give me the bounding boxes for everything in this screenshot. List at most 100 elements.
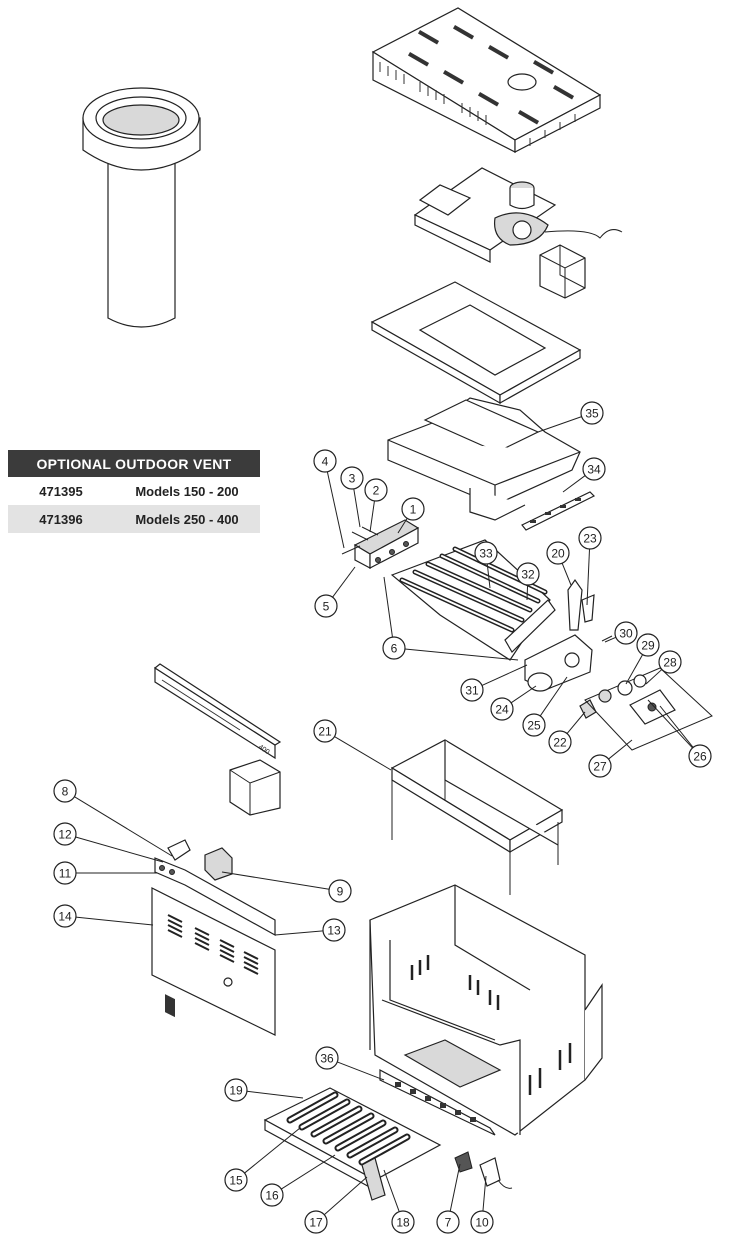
display-panel-illustration: 400 [153,663,282,816]
callout-number: 29 [641,639,655,653]
callout-leader-c30 [604,636,617,643]
callout-leader-c25 [539,676,568,717]
callout-number: 3 [349,472,356,486]
callout-circle [313,719,337,743]
callout-leader-c4 [326,471,345,549]
callout-circle [516,562,540,586]
callout-number: 22 [553,736,567,750]
callout-c36: 36 [315,1046,339,1070]
callout-number: 18 [396,1216,410,1230]
callout-leader-c6b [404,648,519,661]
callout-leader-c9 [221,871,330,890]
callout-leader-c31 [481,664,528,686]
callout-circle [401,497,425,521]
callout-circle [382,636,406,660]
callout-c25: 25 [522,713,546,737]
callout-circle [548,730,572,754]
callout-number: 8 [62,785,69,799]
callout-leader-c33 [486,563,491,589]
combustion-chamber-illustration [390,739,564,895]
callout-c9: 9 [328,879,352,903]
callout-circle [328,879,352,903]
callout-circle [322,918,346,942]
callout-leader-c14 [75,916,154,926]
callout-leader-c12 [75,836,164,863]
callout-number: 24 [495,703,509,717]
burner-tray-illustration [263,1087,442,1201]
callout-c29: 29 [636,633,660,657]
callout-leader-c20 [561,563,572,586]
callout-circle [578,526,602,550]
callout-leader-c1 [397,518,408,534]
callout-c27: 27 [588,754,612,778]
cabinet-illustration [369,884,603,1136]
callout-c4: 4 [313,449,337,473]
flue-plate-illustration [370,281,582,405]
callout-leader-c13 [274,930,324,936]
callout-number: 4 [322,455,329,469]
callout-circle [688,744,712,768]
callout-circle [53,779,77,803]
callout-leader-c35 [537,416,582,433]
callout-number: 11 [59,867,72,881]
callout-leader-c21 [334,736,392,771]
callout-circle [53,904,77,928]
callout-circle [522,713,546,737]
callout-c17: 17 [304,1210,328,1234]
bracket-illustration [154,839,276,937]
callout-leader-c36 [337,1061,385,1081]
callout-leader-c6 [383,576,393,638]
callout-leader-c24 [510,685,537,704]
callout-number: 27 [593,760,607,774]
front-panel-illustration [151,887,276,1036]
callout-c8: 8 [53,779,77,803]
baffle-clips-illustration [521,491,596,531]
callout-circle [313,449,337,473]
callout-circle [391,1210,415,1234]
callout-c21: 21 [313,719,337,743]
callout-number: 6 [391,642,398,656]
callout-c24: 24 [490,697,514,721]
valve-group-illustration [524,578,597,719]
callout-leader-c32 [526,584,529,601]
callout-c26: 26 [688,744,712,768]
outdoor-vent-illustration [82,87,201,328]
callout-circle [340,466,364,490]
callout-leader-c3 [353,488,361,528]
vent-table-row: 471396 Models 250 - 400 [8,505,260,533]
callout-number: 10 [475,1216,489,1230]
callout-c31: 31 [460,678,484,702]
callout-leader-c28 [645,669,663,685]
callout-c18: 18 [391,1210,415,1234]
callout-leader-c22 [566,711,586,734]
callout-c34: 34 [582,457,606,481]
callout-c7: 7 [436,1210,460,1234]
callout-number: 20 [551,547,565,561]
callout-leader-c5 [332,566,356,598]
callout-leader-c27 [608,739,633,760]
callout-leader-c7 [449,1163,461,1212]
callout-circle [53,861,77,885]
callout-leader-c17 [323,1176,368,1216]
callout-circle [436,1210,460,1234]
callout-circle [224,1078,248,1102]
vent-table-row: 471395 Models 150 - 200 [8,477,260,505]
callout-c16: 16 [260,1183,284,1207]
callout-number: 30 [619,627,633,641]
callout-c13: 13 [322,918,346,942]
callout-circle [636,633,660,657]
callout-circle [364,478,388,502]
callout-number: 23 [583,532,597,546]
callout-number: 5 [323,600,330,614]
callout-number: 28 [663,656,677,670]
callout-circle [304,1210,328,1234]
callout-circle [588,754,612,778]
callout-leader-c18 [383,1169,400,1212]
callout-number: 14 [58,910,72,924]
callout-circle [53,822,77,846]
optional-outdoor-vent-table: OPTIONAL OUTDOOR VENT 471395 Models 150 … [8,450,260,533]
callout-c10: 10 [470,1210,494,1234]
callout-number: 19 [229,1084,243,1098]
callout-number: 21 [318,725,332,739]
